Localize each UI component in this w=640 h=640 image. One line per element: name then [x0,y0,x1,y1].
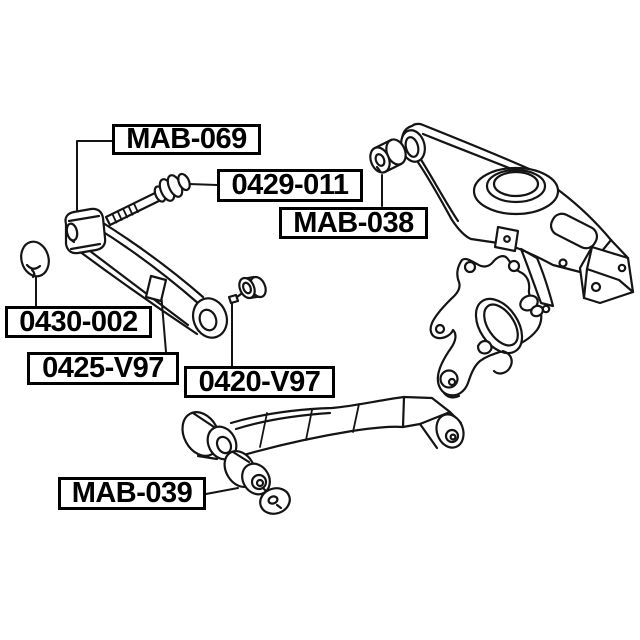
part-label-mab-038: MAB-038 [279,207,428,239]
knuckle-curl [476,339,493,355]
washer-0430-drawing [20,240,50,279]
knuckle-foot-hole [439,369,459,389]
part-label-0430-002: 0430-002 [5,306,152,338]
cam-bolt-0429-drawing [104,172,191,227]
box-hole-1 [590,281,602,293]
leader-lines [35,140,383,495]
box-hole-2 [617,263,627,273]
arm-lower-flange [519,247,555,308]
lower-arm-drawing [64,207,229,339]
bolt-tip [227,293,240,305]
housing-bore [65,222,79,242]
bushing-washer [259,487,291,515]
part-label-0429-011: 0429-011 [217,169,363,202]
hub-bore [483,303,519,347]
lower-arm-eye [191,297,229,339]
leader-0425-v97 [160,291,167,353]
part-label-mab-039: MAB-039 [58,477,206,510]
camber-bolt-0420-drawing [227,275,267,305]
spring-seat-bore [492,170,540,198]
upper-arm-drawing [400,122,635,314]
knuckle-hole-top-left [463,260,477,274]
arm-bushing-mab038-drawing [369,138,407,174]
arm-hole [558,258,568,268]
knuckle-drawing [429,255,544,399]
lower-arm-eye-bore [198,308,218,332]
leader-0429-011 [188,183,218,186]
arm-end-block [401,395,452,429]
knuckle-hole-top-right [507,259,521,273]
leader-mab-069 [76,140,113,221]
part-label-0420-v97: 0420-V97 [184,366,335,398]
arm-notch [144,274,168,303]
bolt-face [241,281,253,295]
bolt-threads [111,203,139,224]
arm-slot [549,212,599,250]
part-label-mab-069: MAB-069 [112,124,261,155]
bushing-bore [374,153,386,167]
hub-outer [474,297,524,355]
trailing-arm-drawing [181,395,465,461]
trailing-arm-bushing-mab039-drawing [223,450,291,515]
upper-arm-eye-bore [404,136,420,158]
bolt-head [177,172,191,192]
bracket-hole [503,235,511,243]
part-label-0425-v97: 0425-V97 [27,352,179,385]
arm-segment-lines [259,403,360,448]
leader-mab-039 [205,487,239,495]
knuckle-hole-left [434,323,446,335]
